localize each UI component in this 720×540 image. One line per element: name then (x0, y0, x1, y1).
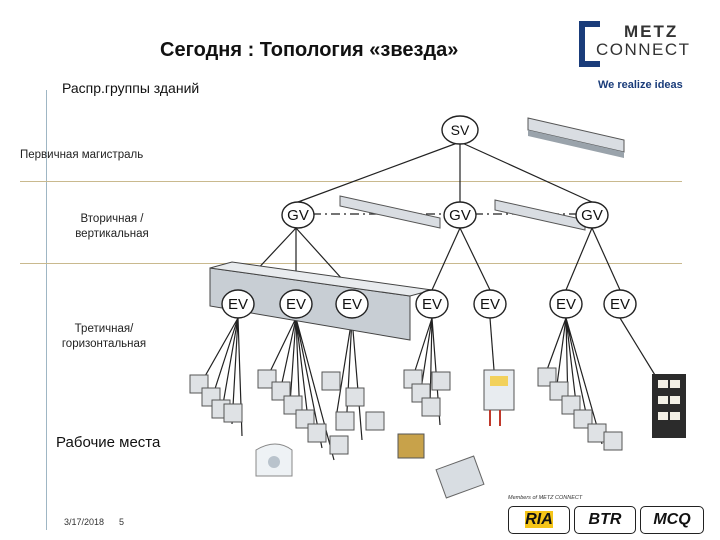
metz-connect-logo (578, 18, 708, 88)
wall-outlet-icon (365, 411, 385, 431)
members-label: Members of METZ CONNECT (508, 495, 583, 501)
secondary-label-line2: вертикальная (75, 228, 149, 240)
sv-node (441, 115, 479, 145)
ev-node (335, 289, 369, 319)
gv-node (443, 201, 477, 229)
connector-block-icon (483, 369, 686, 438)
gv-label-1: GV (287, 207, 309, 224)
keystone-jack-icon (255, 433, 485, 499)
ev-label-6: EV (556, 296, 576, 313)
tertiary-label-line1: Третичная/ (74, 323, 134, 335)
patch-panel-icon (339, 195, 441, 229)
primary-backbone-label: Первичная магистраль (20, 149, 144, 161)
primary-level-line (20, 181, 682, 182)
node-circles (221, 115, 637, 319)
wall-outlet-icon (321, 371, 341, 391)
ev-label-2: EV (286, 296, 306, 313)
ev-label-3: EV (342, 296, 362, 313)
wall-outlet-icon (345, 387, 365, 407)
gv-node (575, 201, 609, 229)
ev-node (415, 289, 449, 319)
ev-node (473, 289, 507, 319)
patch-panel-icon (527, 117, 625, 158)
tertiary-label-line2: горизонтальная (61, 338, 147, 350)
wall-outlet-icon (307, 423, 327, 443)
logo-metz-text: METZ (624, 22, 679, 41)
workplaces-label: Рабочие места (56, 434, 161, 451)
partner-ria-logo: RIA (508, 506, 570, 534)
outlet-clusters (189, 367, 623, 455)
patch-panel-icon (494, 199, 586, 231)
tertiary-horizontal-label: Третичная/ горизонтальная (44, 322, 164, 352)
gv-node (281, 201, 315, 229)
partner-mcq-logo: MCQ (640, 506, 704, 534)
ev-node (549, 289, 583, 319)
page-title: Сегодня : Топология «звезда» (160, 39, 459, 61)
logo-connect-text: CONNECT (596, 40, 691, 59)
ev-node (603, 289, 637, 319)
secondary-label-line1: Вторичная / (80, 213, 144, 225)
ev-label-5: EV (480, 296, 500, 313)
ev-node (279, 289, 313, 319)
secondary-vertical-label: Вторичная / вертикальная (52, 212, 172, 242)
ev-label-4: EV (422, 296, 442, 313)
sv-label: SV (451, 122, 470, 138)
ev-node (221, 289, 255, 319)
logo-tagline: We realize ideas (598, 79, 683, 91)
wall-outlet-icon (603, 431, 623, 451)
gv-label-3: GV (581, 207, 603, 224)
footer-date: 3/17/2018 (64, 517, 105, 527)
page-number: 5 (119, 517, 125, 527)
wall-outlet-icon (329, 435, 349, 455)
building-distributor-label: Распр.группы зданий (62, 80, 200, 96)
wall-outlet-icon (421, 397, 441, 417)
ev-label-7: EV (610, 296, 630, 313)
gv-label-2: GV (449, 207, 471, 224)
secondary-level-line (20, 263, 682, 264)
logo-bracket-icon (579, 21, 600, 67)
ev-label-1: EV (228, 296, 248, 313)
left-divider (46, 90, 47, 530)
wall-outlet-icon (223, 403, 243, 423)
partner-btr-logo: BTR (574, 506, 636, 534)
ria-text: RIA (525, 511, 553, 528)
wall-outlet-icon (335, 411, 355, 431)
wall-outlet-icon (587, 423, 607, 443)
wall-outlet-icon (431, 371, 451, 391)
